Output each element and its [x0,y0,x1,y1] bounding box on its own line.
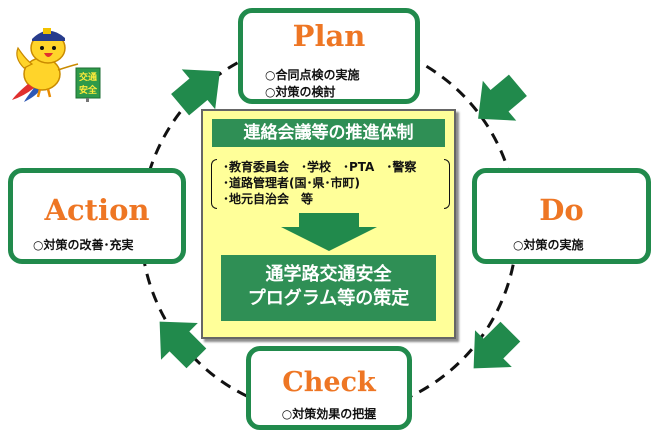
plan-item-2: ○対策の検討 [265,85,336,99]
down-arrow-icon [281,213,377,251]
plan-box: Plan ○合同点検の実施 ○対策の検討 [238,8,420,104]
arrow-action-to-plan [171,69,220,116]
do-title: Do [539,193,584,227]
member-line-3: ･地元自治会 等 [223,192,314,206]
mascot-illustration: 交通 安全 [12,28,101,102]
bracket-right [444,159,450,209]
sign-text-line1: 交通 [79,71,97,83]
sign-text-line2: 安全 [79,84,98,96]
check-item-1: ○対策効果の把握 [281,407,377,421]
action-box: Action ○対策の改善･充実 [8,168,186,264]
member-line-1: ･教育委員会 ･学校 ･PTA ･警察 [223,160,417,174]
arrow-check-to-action [159,321,207,369]
action-title: Action [44,193,150,227]
promotion-system-panel: 連絡会議等の推進体制 ･教育委員会 ･学校 ･PTA ･警察 ･道路管理者(国･… [201,109,456,339]
check-box: Check ○対策効果の把握 [246,346,412,430]
plan-title: Plan [292,19,366,53]
program-formulation-box: 通学路交通安全 プログラム等の策定 [221,255,436,321]
promotion-system-header: 連絡会議等の推進体制 [212,119,445,147]
arrow-do-to-check [473,321,521,369]
arrow-plan-to-do [478,74,527,121]
bracket-left [211,159,217,209]
program-line-1: 通学路交通安全 [265,264,392,285]
member-line-2: ･道路管理者(国･県･市町) [223,176,360,190]
program-line-2: プログラム等の策定 [247,288,410,309]
check-title: Check [282,367,376,398]
plan-item-1: ○合同点検の実施 [265,68,360,82]
do-box: Do ○対策の実施 [472,168,651,264]
traffic-safety-sign: 交通 安全 [75,67,101,102]
do-item-1: ○対策の実施 [513,238,584,252]
mascot-bird-icon [12,28,79,102]
member-list: ･教育委員会 ･学校 ･PTA ･警察 ･道路管理者(国･県･市町) ･地元自治… [211,159,450,209]
action-item-1: ○対策の改善･充実 [33,238,134,252]
